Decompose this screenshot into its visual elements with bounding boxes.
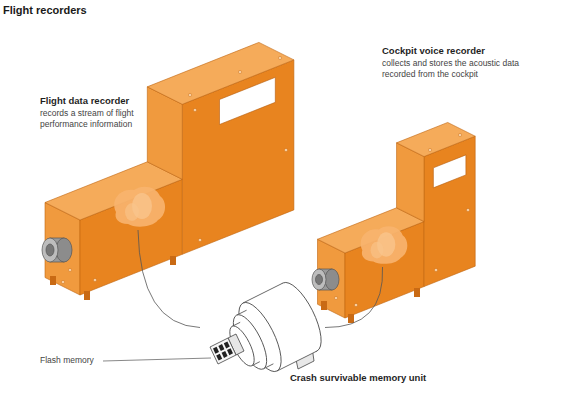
screw: [434, 268, 437, 271]
recorder-face: [397, 122, 476, 156]
mounting-tab: [170, 256, 176, 265]
recorder-cutout: Flight data recorderrecords a stream of …: [108, 182, 168, 230]
cutout-shape: [355, 222, 410, 267]
recorder-window: [433, 155, 466, 188]
diagram-title: Flight recorders: [3, 4, 87, 16]
memory-chip: [218, 344, 224, 351]
cutout-shape: [361, 226, 408, 264]
mounting-tab: [50, 276, 56, 285]
connector-plug: [56, 238, 72, 262]
connector-plug: [42, 238, 58, 262]
mounting-tab: [348, 314, 354, 323]
cutout-shape: [114, 187, 165, 227]
connector-plug: [312, 269, 326, 290]
node-description: records a stream of flight performance i…: [40, 108, 165, 129]
recorder-face: [424, 136, 475, 286]
memory-unit: Crash survivable memory unit: [200, 275, 325, 380]
screw: [61, 280, 64, 283]
memory-chip: [213, 347, 219, 354]
screw: [334, 296, 337, 299]
mounting-tab: [321, 301, 327, 310]
connector-plug: [325, 269, 339, 290]
flash-module: [210, 338, 236, 364]
mounting-tab: [414, 288, 420, 297]
cutout-shape: [108, 182, 168, 230]
screw: [458, 133, 461, 136]
screw: [354, 303, 357, 306]
memory-chip: [227, 348, 233, 355]
screw: [68, 268, 71, 271]
node-heading: Flight data recorder: [40, 95, 165, 106]
screw: [428, 148, 431, 151]
screw: [466, 208, 469, 211]
mounting-tab: [84, 291, 90, 300]
node-description: collects and stores the acoustic data re…: [382, 58, 532, 79]
memory-unit-drawing: [200, 275, 325, 380]
connector-plug: [316, 275, 323, 285]
recorder-window: [220, 77, 276, 124]
part-label: Flash memory: [40, 355, 94, 365]
cutout-shape: [371, 242, 384, 259]
connector-line: [325, 267, 383, 328]
screw: [238, 70, 241, 73]
connector-line: [138, 230, 200, 328]
screw: [284, 148, 287, 151]
memory-chip: [224, 342, 230, 349]
screw: [93, 278, 96, 281]
screw: [198, 238, 201, 241]
screw: [188, 93, 191, 96]
cylinder-edge: [243, 283, 283, 303]
screw: [193, 108, 196, 111]
node-heading: Crash survivable memory unit: [290, 372, 426, 383]
recorder-cutout: Cockpit voice recordercollects and store…: [355, 222, 410, 267]
memory-chip: [216, 354, 222, 361]
screw: [278, 56, 281, 59]
cutout-shape: [125, 203, 139, 221]
leader-line: [103, 358, 211, 361]
cylinder-edge: [277, 351, 317, 371]
node-heading: Cockpit voice recorder: [382, 45, 532, 56]
memory-chip: [222, 351, 228, 358]
connector-plug: [46, 244, 54, 256]
